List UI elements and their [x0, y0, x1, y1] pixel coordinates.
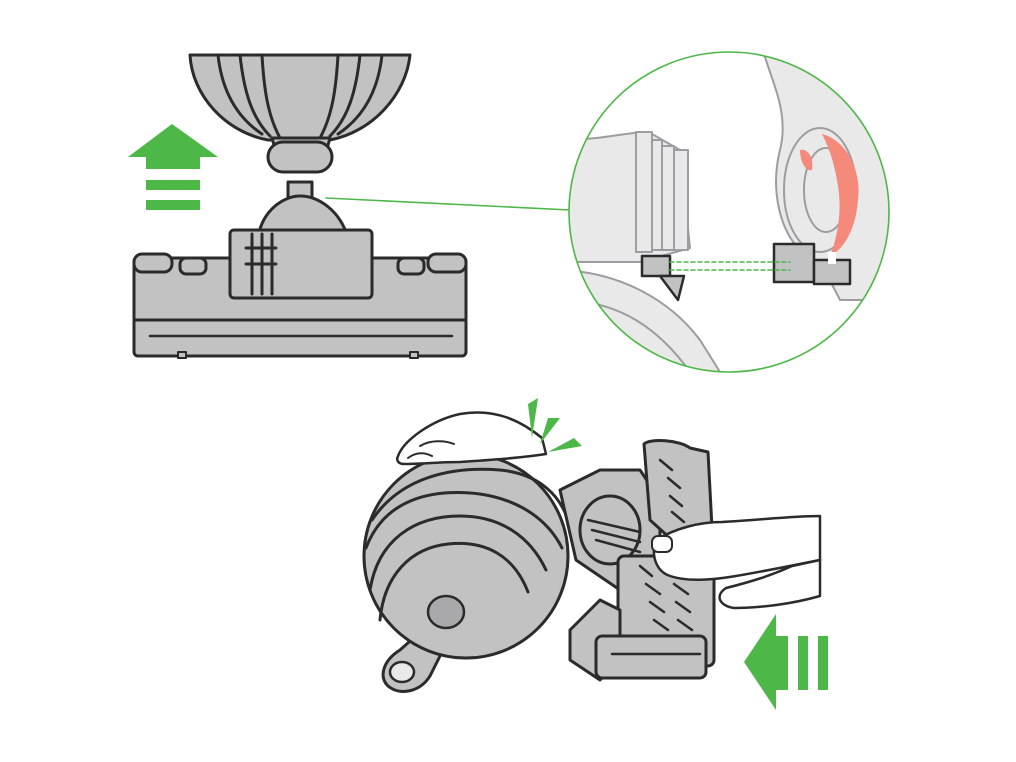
click-sound-icon — [528, 398, 582, 452]
ball-lifting-illustration — [128, 53, 468, 359]
cleaner-head-front-view — [132, 194, 468, 359]
detail-magnifier — [568, 51, 890, 373]
detail-callout-line — [325, 197, 571, 211]
vacuum-ball-bottom — [188, 53, 412, 206]
hand-on-cleaner-head — [651, 514, 822, 610]
vacuum-ball-side — [362, 452, 570, 693]
arrow-up-icon — [128, 124, 218, 210]
hand-on-ball — [396, 411, 548, 466]
cleaner-head-angled — [558, 439, 716, 682]
head-removal-illustration — [362, 398, 828, 710]
arrow-left-icon — [744, 614, 828, 710]
